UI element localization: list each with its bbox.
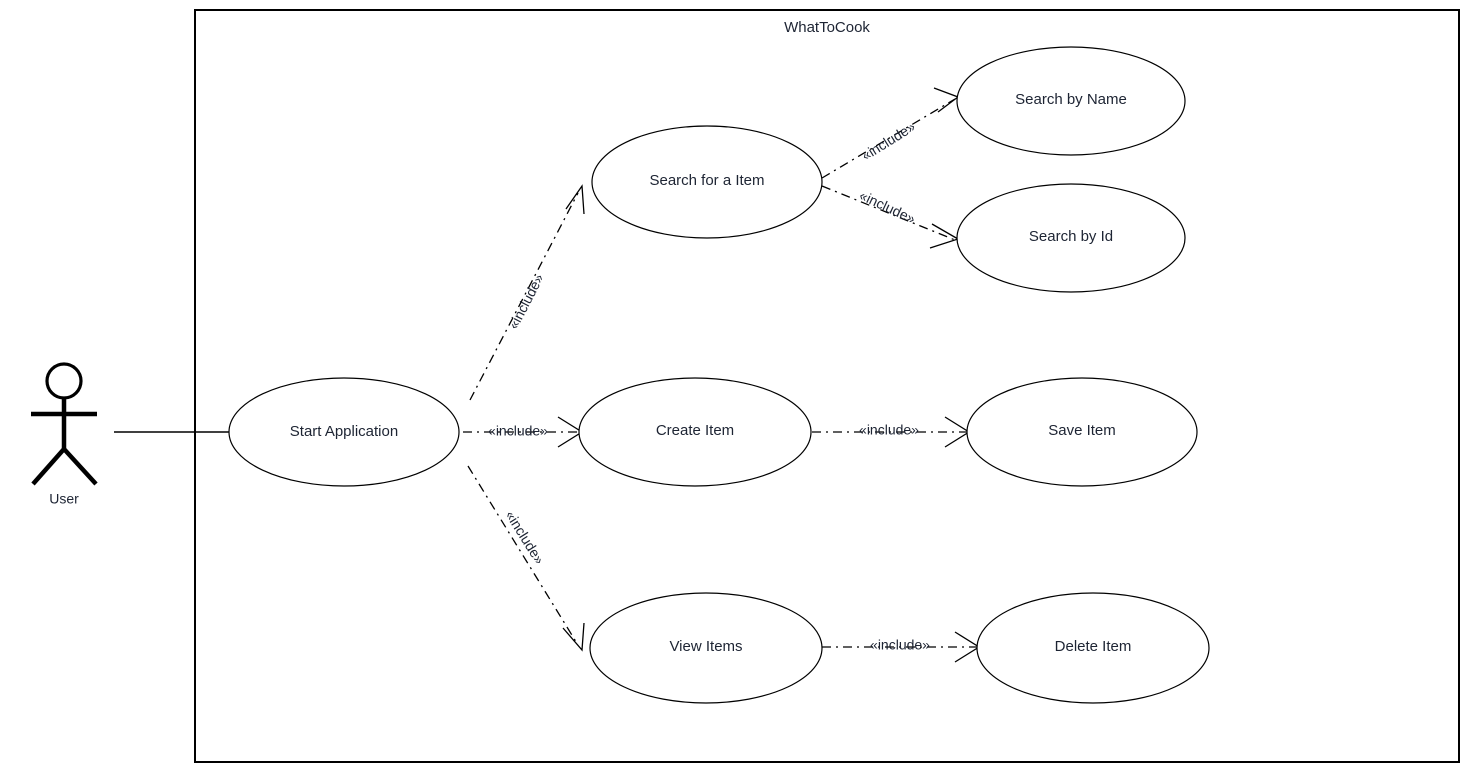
use-case-ellipse: [956, 183, 1186, 293]
include-label-search-to-name: «include»: [859, 118, 918, 163]
use-case-label: Start Application: [290, 423, 398, 440]
use-case-label: Delete Item: [1055, 638, 1132, 655]
include-line-search-to-name[interactable]: [821, 98, 956, 179]
use-case-ellipse: [228, 377, 460, 487]
use-case-label: View Items: [669, 638, 742, 655]
system-boundary: [194, 9, 1460, 763]
actor-head-icon: [45, 362, 83, 400]
use-case-view-items[interactable]: View Items: [589, 592, 823, 704]
use-case-ellipse: [976, 592, 1210, 704]
use-case-ellipse: [591, 125, 823, 239]
include-label-start-to-create: «include»: [488, 423, 548, 439]
include-label-view-to-delete: «include»: [870, 637, 930, 653]
use-case-ellipse: [966, 377, 1198, 487]
arrow-head-start-to-view: [562, 622, 585, 652]
use-case-search-by-name[interactable]: Search by Name: [956, 46, 1186, 156]
include-label-search-to-id: «include»: [857, 187, 918, 227]
actor-left-leg-icon: [31, 447, 66, 486]
actor-label: User: [49, 491, 79, 507]
arrow-head-start-to-search: [565, 184, 585, 215]
arrow-head-search-to-name: [933, 87, 960, 113]
actor-right-leg-icon: [62, 447, 98, 486]
use-case-create-item[interactable]: Create Item: [578, 377, 812, 487]
use-case-ellipse: [589, 592, 823, 704]
use-case-search-for-a-item[interactable]: Search for a Item: [591, 125, 823, 239]
use-case-save-item[interactable]: Save Item: [966, 377, 1198, 487]
include-label-start-to-search: «include»: [505, 271, 547, 332]
use-case-label: Search for a Item: [649, 172, 764, 189]
include-line-start-to-search[interactable]: [469, 192, 579, 401]
use-case-label: Search by Id: [1029, 228, 1113, 245]
use-case-delete-item[interactable]: Delete Item: [976, 592, 1210, 704]
use-case-ellipse: [956, 46, 1186, 156]
use-case-start-application[interactable]: Start Application: [228, 377, 460, 487]
include-line-start-to-view[interactable]: [467, 465, 579, 646]
use-case-ellipse: [578, 377, 812, 487]
boundary-title: WhatToCook: [784, 19, 870, 36]
actor-user[interactable]: User: [31, 362, 98, 507]
use-case-label: Save Item: [1048, 422, 1116, 439]
include-label-create-to-save: «include»: [859, 422, 919, 438]
use-case-label: Create Item: [656, 422, 734, 439]
include-line-search-to-id[interactable]: [821, 185, 956, 241]
use-case-search-by-id[interactable]: Search by Id: [956, 183, 1186, 293]
use-case-label: Search by Name: [1015, 91, 1127, 108]
